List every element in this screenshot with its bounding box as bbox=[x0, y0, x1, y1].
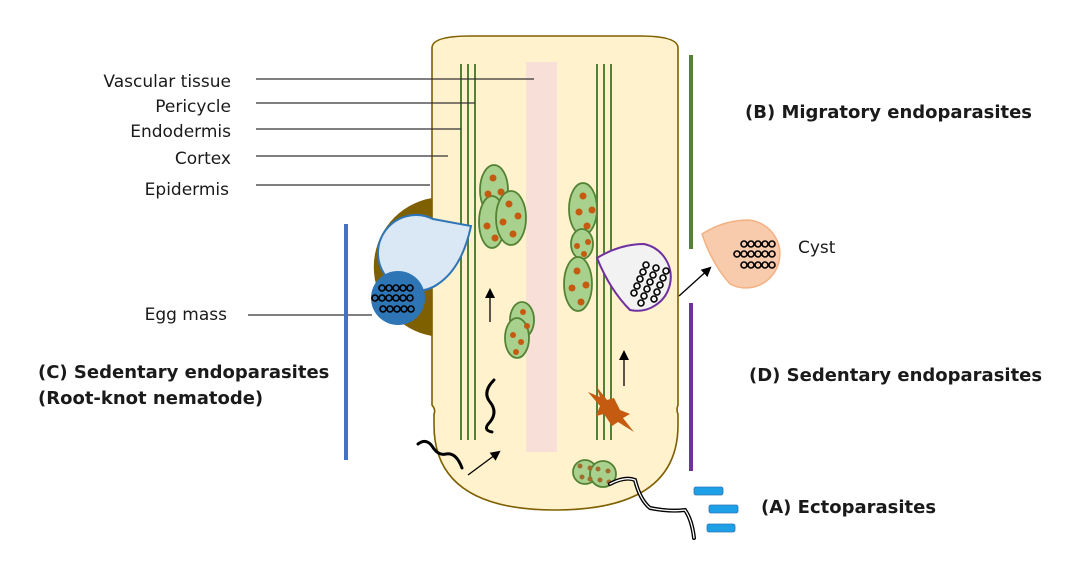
root-knot-nematode-group bbox=[371, 198, 473, 336]
label-endodermis: Endodermis bbox=[130, 122, 231, 142]
tissue-labels: Vascular tissue Pericycle Endodermis Cor… bbox=[103, 72, 231, 325]
necrotic-lesion bbox=[588, 386, 634, 432]
juvenile-nematode-entering bbox=[416, 439, 464, 470]
label-category-c-line2: (Root-knot nematode) bbox=[38, 388, 263, 409]
label-egg-mass: Egg mass bbox=[145, 305, 228, 325]
label-cyst: Cyst bbox=[798, 238, 836, 258]
label-category-d: (D) Sedentary endoparasites bbox=[749, 365, 1042, 386]
cyst: Cyst bbox=[701, 219, 836, 289]
syncytium-cells-right bbox=[563, 182, 598, 312]
entry-arrow bbox=[467, 450, 501, 476]
cyst-eggs bbox=[733, 240, 776, 269]
label-cortex: Cortex bbox=[175, 149, 231, 169]
label-epidermis: Epidermis bbox=[145, 180, 229, 200]
label-category-a: (A) Ectoparasites bbox=[761, 497, 936, 518]
label-pericycle: Pericycle bbox=[155, 97, 231, 117]
label-vascular-tissue: Vascular tissue bbox=[103, 72, 231, 92]
syncytium-nuclei-right bbox=[568, 192, 596, 306]
cyst-female-body bbox=[595, 242, 672, 312]
giant-cells-left bbox=[478, 164, 535, 359]
vascular-tissue bbox=[526, 62, 557, 452]
cyst-female-eggs bbox=[630, 261, 670, 307]
arrow-to-cyst bbox=[678, 266, 712, 297]
ectoparasite-nematode-inner bbox=[609, 478, 695, 539]
category-bar-a bbox=[693, 486, 739, 533]
eggs bbox=[371, 284, 415, 313]
ectoparasite-feeding-cells bbox=[572, 459, 617, 488]
label-category-b: (B) Migratory endoparasites bbox=[745, 102, 1032, 123]
tissue-leader-lines bbox=[248, 78, 534, 316]
cyst-nematode-female bbox=[595, 242, 672, 312]
label-category-c-line1: (C) Sedentary endoparasites bbox=[38, 362, 329, 383]
giant-cell-nuclei-left bbox=[483, 174, 530, 355]
juvenile-nematode-inside bbox=[485, 378, 496, 434]
